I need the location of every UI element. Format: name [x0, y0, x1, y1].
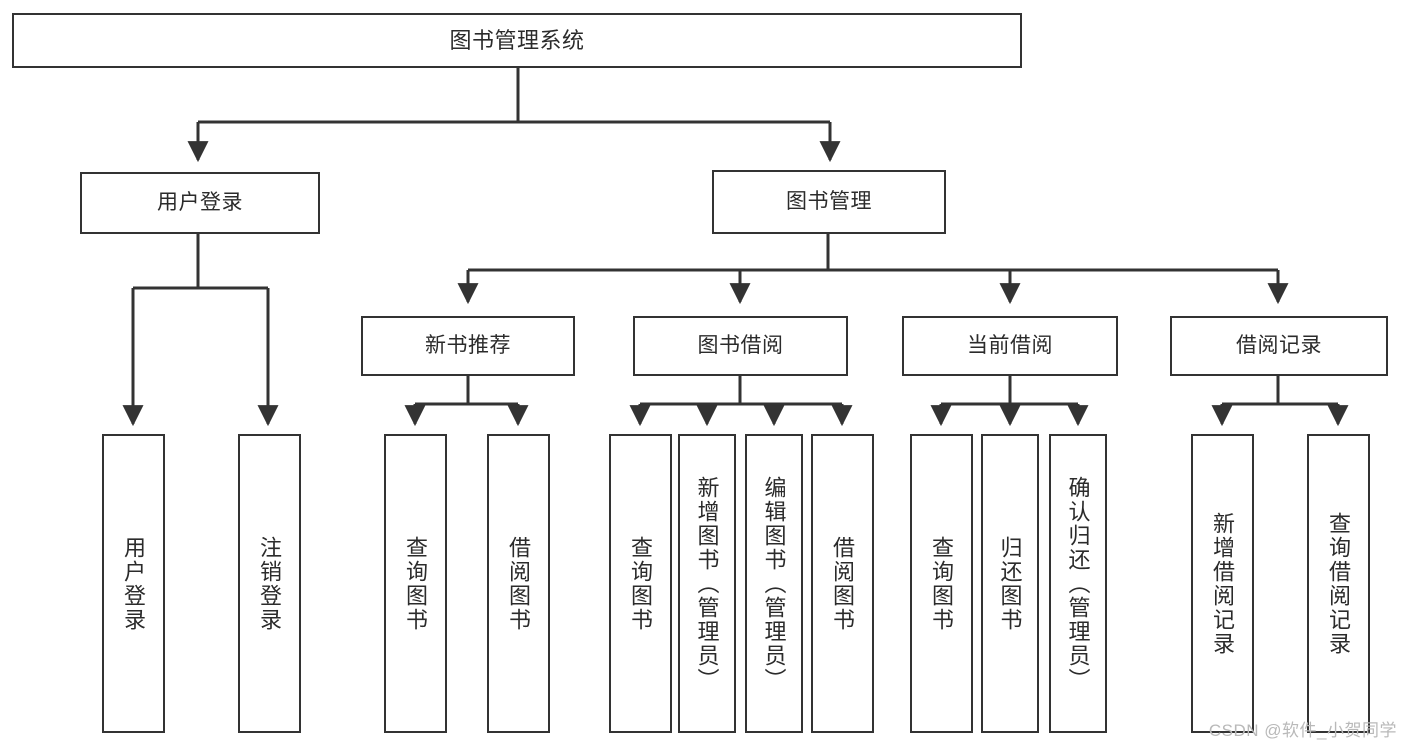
node-label: 新书推荐	[425, 333, 511, 357]
node-label: 用户登录	[157, 190, 243, 214]
leaf-query-borrow-record[interactable]: 查询借阅记录	[1307, 434, 1370, 733]
node-book-borrow[interactable]: 图书借阅	[633, 316, 848, 376]
node-current-borrow[interactable]: 当前借阅	[902, 316, 1118, 376]
leaf-query-book-borrow[interactable]: 查询图书	[609, 434, 672, 733]
node-label: 查询图书	[929, 535, 955, 632]
node-label: 图书管理系统	[449, 27, 585, 53]
leaf-user-login[interactable]: 用户登录	[102, 434, 165, 733]
leaf-return-book[interactable]: 归还图书	[981, 434, 1039, 733]
node-label: 新增借阅记录	[1210, 511, 1236, 656]
node-root-book-management-system[interactable]: 图书管理系统	[12, 13, 1022, 68]
node-label: 编辑图书（管理员）	[761, 475, 787, 692]
leaf-query-book-current[interactable]: 查询图书	[910, 434, 973, 733]
node-label: 确认归还（管理员）	[1065, 475, 1091, 692]
node-label: 图书管理	[786, 189, 872, 213]
node-new-book-recommend[interactable]: 新书推荐	[361, 316, 575, 376]
leaf-borrow-book-recommend[interactable]: 借阅图书	[487, 434, 550, 733]
node-borrow-record[interactable]: 借阅记录	[1170, 316, 1388, 376]
node-label: 当前借阅	[967, 333, 1053, 357]
leaf-add-book-admin[interactable]: 新增图书（管理员）	[678, 434, 736, 733]
node-book-management[interactable]: 图书管理	[712, 170, 946, 234]
node-label: 查询图书	[403, 535, 429, 632]
node-label: 借阅记录	[1236, 333, 1322, 357]
leaf-add-borrow-record[interactable]: 新增借阅记录	[1191, 434, 1254, 733]
node-label: 查询图书	[628, 535, 654, 632]
node-label: 借阅图书	[830, 535, 856, 632]
node-label: 新增图书（管理员）	[694, 475, 720, 692]
node-label: 借阅图书	[506, 535, 532, 632]
node-user-login[interactable]: 用户登录	[80, 172, 320, 234]
node-label: 图书借阅	[697, 333, 784, 357]
leaf-logout-login[interactable]: 注销登录	[238, 434, 301, 733]
leaf-borrow-book[interactable]: 借阅图书	[811, 434, 874, 733]
leaf-query-book-recommend[interactable]: 查询图书	[384, 434, 447, 733]
node-label: 归还图书	[997, 535, 1023, 632]
node-label: 注销登录	[257, 535, 283, 632]
node-label: 查询借阅记录	[1326, 511, 1352, 656]
csdn-watermark: CSDN @软件_小贺同学	[1208, 721, 1397, 740]
leaf-edit-book-admin[interactable]: 编辑图书（管理员）	[745, 434, 803, 733]
node-label: 用户登录	[121, 535, 147, 632]
leaf-confirm-return-admin[interactable]: 确认归还（管理员）	[1049, 434, 1107, 733]
